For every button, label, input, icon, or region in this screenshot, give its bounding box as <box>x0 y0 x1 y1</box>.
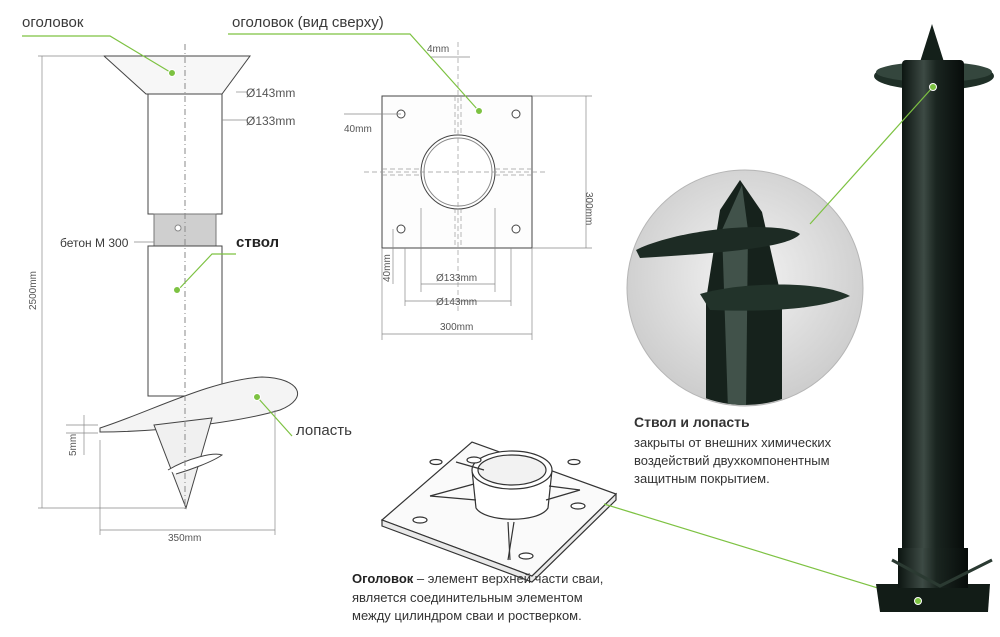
diameter-133-label: Ø133mm <box>246 114 296 128</box>
pile-dimensions <box>38 55 276 535</box>
shaft-note-line-1: закрыты от внешних химических <box>634 435 832 450</box>
plate-40mm-vertical-label: 40mm <box>382 254 393 282</box>
plate-143-label: Ø143mm <box>436 297 478 308</box>
plate-300mm-horizontal-label: 300mm <box>440 322 474 333</box>
plate-dimensions <box>344 56 592 340</box>
pile-leader-dots <box>168 69 261 401</box>
plate-leader-dot <box>475 107 483 115</box>
cap-label: оголовок <box>22 14 84 31</box>
pile-leaders <box>22 35 293 437</box>
cap-note-line-0: Оголовок – элемент верхней части сваи, <box>352 570 603 587</box>
blade-label: лопасть <box>296 422 352 439</box>
cap-note-line-2: между цилиндром сваи и ростверком. <box>352 608 582 623</box>
shaft-note-title: Ствол и лопасть <box>634 414 750 430</box>
plate-leader <box>228 33 479 111</box>
plate-4mm-label: 4mm <box>427 44 450 55</box>
photo-leaders <box>809 87 933 225</box>
cap-leader <box>603 503 918 601</box>
plate-300mm-vertical-label: 300mm <box>583 192 594 226</box>
shaft-label: ствол <box>236 234 280 251</box>
photo-leader-dots <box>914 83 937 605</box>
diameter-143-label: Ø143mm <box>246 86 296 100</box>
pile-photo <box>874 24 994 612</box>
plate-133-label: Ø133mm <box>436 273 478 284</box>
cap-note-rest: – элемент верхней части сваи, <box>413 571 604 586</box>
shaft-note-line-3: защитным покрытием. <box>634 471 770 486</box>
concrete-label: бетон М 300 <box>60 236 129 250</box>
width-350-label: 350mm <box>168 533 202 544</box>
thickness-5-label: 5mm <box>68 433 79 456</box>
pile-side-view <box>99 44 299 512</box>
zoom-circle <box>626 169 864 407</box>
cap-note-line-1: является соединительным элементом <box>352 590 583 605</box>
cap-3d-drawing <box>380 441 618 583</box>
cap-note-term: Оголовок <box>352 571 414 586</box>
shaft-note-line-2: воздействий двухкомпонентным <box>634 453 830 468</box>
length-2500-label: 2500mm <box>28 271 39 310</box>
plate-40mm-horizontal-label: 40mm <box>344 124 372 135</box>
cap-top-view-label: оголовок (вид сверху) <box>232 14 384 31</box>
plate-axes <box>364 42 548 314</box>
